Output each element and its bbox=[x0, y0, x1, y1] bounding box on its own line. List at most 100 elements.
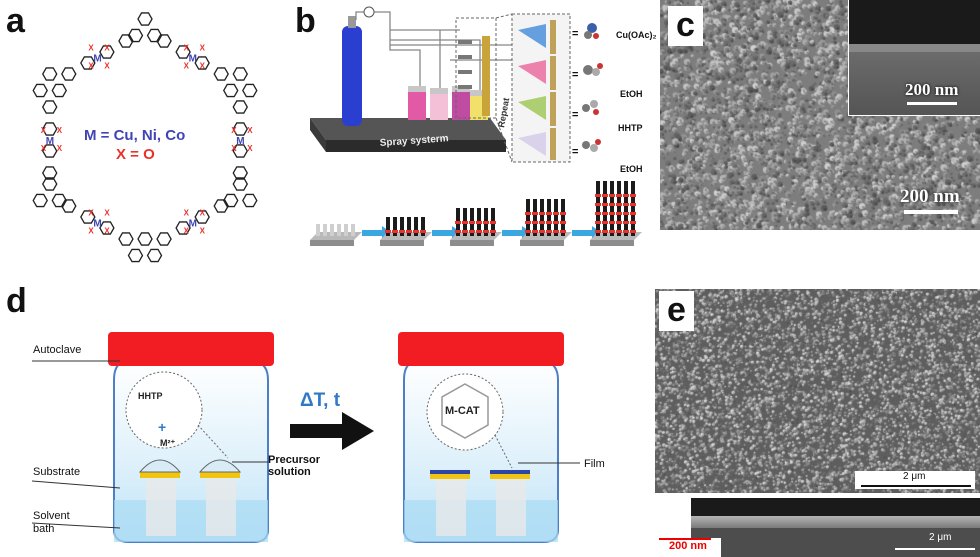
benzene-ring bbox=[41, 122, 58, 136]
legend-cuoac: Cu(OAc)₂ bbox=[616, 30, 657, 40]
growth-pillar bbox=[561, 199, 565, 236]
autoclave-label: Autoclave bbox=[33, 344, 82, 356]
growth-layer-mark bbox=[532, 221, 538, 224]
benzene-ring bbox=[175, 45, 191, 59]
growth-layer-mark bbox=[525, 212, 531, 215]
growth-layer-mark bbox=[469, 230, 475, 233]
growth-layer-mark bbox=[483, 221, 489, 224]
growth-layer-mark bbox=[392, 230, 398, 233]
growth-layer-mark bbox=[539, 212, 545, 215]
growth-layer-mark bbox=[462, 221, 468, 224]
growth-pillar bbox=[624, 181, 628, 236]
oxygen-x-label: X bbox=[200, 227, 206, 236]
growth-layer-mark bbox=[630, 212, 636, 215]
reaction-condition-text: ΔT, t bbox=[300, 390, 341, 411]
spray-system-illustration: Spray systerm Repeat bbox=[310, 6, 657, 246]
growth-layer-mark bbox=[462, 230, 468, 233]
growth-layer-mark bbox=[483, 230, 489, 233]
benzene-ring bbox=[99, 45, 115, 59]
oxygen-x-label: X bbox=[247, 144, 253, 153]
triphenylene-ring bbox=[232, 177, 249, 191]
metal-node-label: M bbox=[93, 54, 101, 65]
oxygen-x-label: X bbox=[88, 62, 94, 71]
bottle-purple bbox=[452, 90, 470, 120]
oxygen-x-label: X bbox=[104, 227, 110, 236]
panel-b-label: b bbox=[295, 2, 316, 40]
metal-node-label: M bbox=[189, 54, 197, 65]
triphenylene-ring bbox=[137, 232, 153, 246]
growth-pillar bbox=[603, 181, 607, 236]
triphenylene-ring bbox=[41, 177, 58, 191]
film-layer-1 bbox=[430, 470, 470, 474]
growth-layer-mark bbox=[609, 203, 615, 206]
legend-eq-1: = bbox=[572, 28, 578, 40]
gas-cylinder bbox=[342, 26, 362, 126]
panel-e-sem-top: e 2 μm bbox=[655, 289, 980, 493]
oxygen-x-label: X bbox=[184, 62, 190, 71]
growth-layer-mark bbox=[546, 221, 552, 224]
benzene-ring bbox=[80, 210, 96, 224]
growth-pillar bbox=[631, 181, 635, 236]
growth-layer-mark bbox=[490, 230, 496, 233]
panel-a-label: a bbox=[6, 2, 25, 40]
precursor-droplet-1 bbox=[138, 459, 182, 473]
triphenylene-ring bbox=[146, 248, 163, 263]
growth-layer-mark bbox=[553, 212, 559, 215]
growth-pillar bbox=[337, 224, 341, 236]
growth-layer-mark bbox=[623, 194, 629, 197]
triphenylene-ring bbox=[137, 12, 153, 26]
growth-pillar bbox=[344, 224, 348, 236]
triphenylene-ring bbox=[51, 193, 68, 208]
growth-layer-mark bbox=[476, 221, 482, 224]
growth-layer-mark bbox=[609, 221, 615, 224]
growth-layer-mark bbox=[553, 230, 559, 233]
legend-etoh-2: EtOH bbox=[620, 164, 643, 174]
benzene-ring bbox=[232, 166, 249, 180]
benzene-ring bbox=[194, 210, 210, 224]
growth-pillar bbox=[393, 217, 397, 236]
growth-pillar bbox=[316, 224, 320, 236]
mcat-hexagon bbox=[441, 383, 489, 439]
inset-scale-text: 200 nm bbox=[905, 80, 959, 99]
plus-sign: + bbox=[158, 419, 166, 435]
growth-layer-mark bbox=[525, 230, 531, 233]
oxygen-x-label: X bbox=[184, 44, 190, 53]
film-layer-2 bbox=[490, 470, 530, 474]
triphenylene-ring bbox=[127, 28, 144, 43]
panel-e-scale-box bbox=[855, 471, 975, 489]
cross-section-red-scale-text: 200 nm bbox=[669, 540, 707, 552]
spray-system-label: Spray systerm bbox=[379, 133, 449, 149]
oxygen-x-label: X bbox=[57, 144, 63, 153]
oxygen-x-label: X bbox=[41, 126, 47, 135]
benzene-ring bbox=[156, 34, 172, 48]
bottle-pink-2 bbox=[430, 92, 448, 120]
growth-layer-mark bbox=[413, 230, 419, 233]
cu-oac-molecule-icon bbox=[584, 23, 599, 39]
panel-e-scale-bar bbox=[861, 485, 971, 487]
growth-layer-mark bbox=[623, 230, 629, 233]
oxygen-x-label: X bbox=[200, 209, 206, 218]
benzene-ring bbox=[41, 166, 58, 180]
precursor-droplet-2 bbox=[198, 459, 242, 473]
triphenylene-ring bbox=[32, 83, 48, 98]
benzene-ring bbox=[80, 56, 96, 70]
growth-pillar bbox=[610, 181, 614, 236]
growth-layer-mark bbox=[602, 203, 608, 206]
oxygen-x-label: X bbox=[200, 62, 206, 71]
growth-layer-mark bbox=[609, 230, 615, 233]
growth-pillar bbox=[330, 224, 334, 236]
mcat-zoom-circle bbox=[426, 373, 504, 451]
autoclave-lid-right bbox=[398, 332, 564, 366]
growth-layer-mark bbox=[539, 230, 545, 233]
vertical-substrate bbox=[482, 36, 490, 116]
benzene-ring bbox=[99, 221, 115, 235]
mcat-label: M-CAT bbox=[445, 405, 480, 417]
panel-e-top-scale-text: 2 μm bbox=[903, 471, 926, 482]
spray-platform-side bbox=[326, 140, 506, 152]
oxygen-x-label: X bbox=[88, 209, 94, 218]
benzene-ring bbox=[213, 199, 229, 213]
triphenylene-ring bbox=[222, 83, 239, 98]
growth-layer-mark bbox=[595, 230, 601, 233]
oxygen-x-label: X bbox=[88, 44, 94, 53]
